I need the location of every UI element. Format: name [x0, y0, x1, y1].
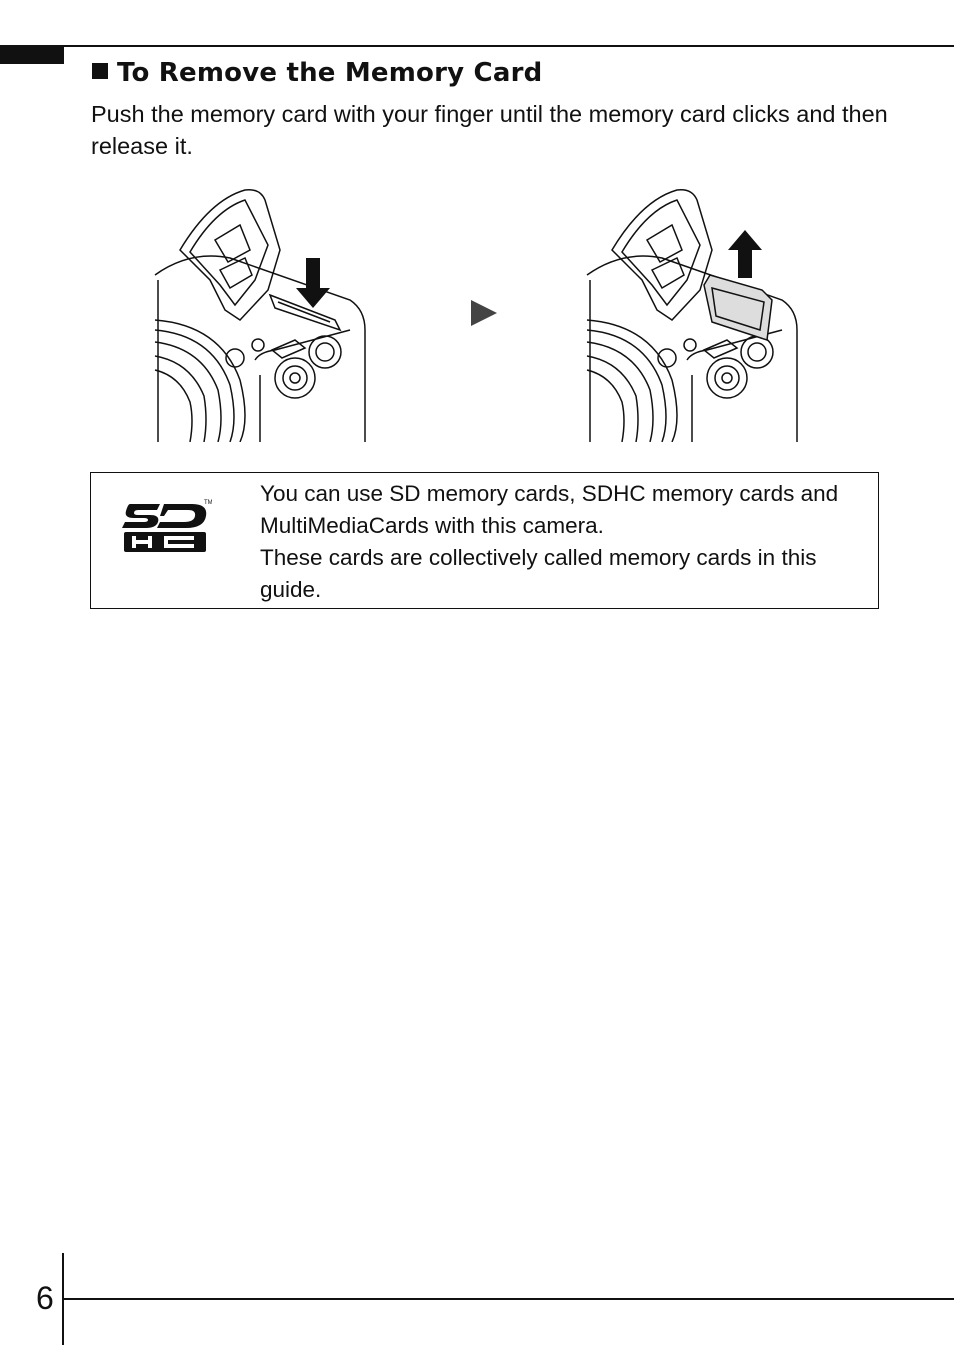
step-arrow — [469, 296, 499, 335]
camera-eject-illustration — [582, 180, 812, 447]
note-text: You can use SD memory cards, SDHC memory… — [260, 478, 870, 606]
camera-push-illustration — [150, 180, 380, 447]
note-line-1: You can use SD memory cards, SDHC memory… — [260, 481, 839, 538]
section-heading: To Remove the Memory Card — [92, 58, 542, 88]
section-title: To Remove the Memory Card — [117, 58, 543, 88]
instruction-text: Push the memory card with your finger un… — [91, 101, 888, 159]
camera-push-down-arrow-icon — [154, 188, 366, 443]
header-rule — [0, 45, 954, 47]
sdhc-logo: TM — [120, 494, 213, 559]
camera-card-eject-arrow-icon — [586, 188, 798, 443]
sdhc-logo-icon: TM — [122, 500, 213, 552]
header-tab-marker — [0, 47, 64, 64]
square-bullet-icon — [92, 63, 108, 79]
play-triangle-arrow-icon — [471, 300, 497, 326]
page-number: 6 — [36, 1280, 54, 1316]
svg-text:TM: TM — [204, 500, 212, 506]
footer-rule — [62, 1298, 954, 1300]
note-line-2: These cards are collectively called memo… — [260, 545, 817, 602]
note-box — [90, 472, 879, 609]
